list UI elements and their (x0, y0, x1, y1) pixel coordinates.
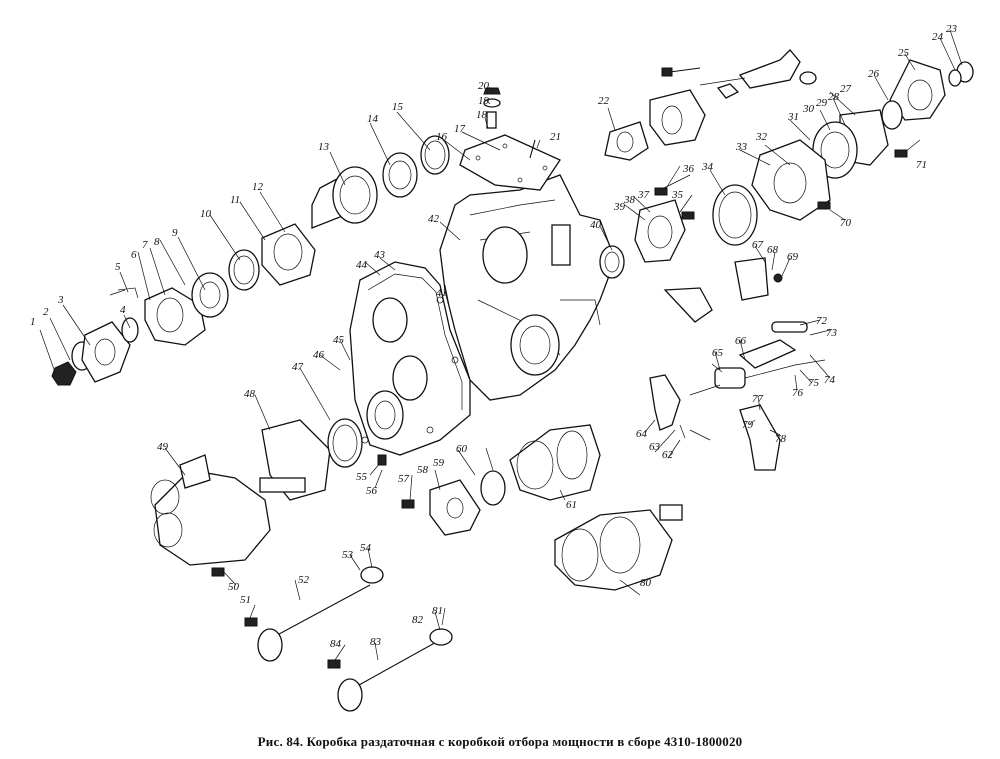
part-label-21: 21 (550, 131, 561, 143)
part-label-50: 50 (228, 581, 240, 593)
part-label-49: 49 (157, 441, 169, 453)
part-label-54: 54 (360, 542, 372, 554)
part-label-69: 69 (787, 251, 799, 263)
part-label-38: 38 (623, 194, 636, 206)
part-label-48: 48 (244, 388, 256, 400)
part-label-62: 62 (662, 449, 674, 461)
input-shaft-group (51, 135, 450, 386)
part-label-75: 75 (808, 377, 820, 389)
lower-gear-group (480, 424, 683, 591)
part-label-8: 8 (154, 236, 160, 248)
part-label-26: 26 (868, 68, 880, 80)
part-label-16: 16 (436, 131, 448, 143)
part-label-52: 52 (298, 574, 310, 586)
part-label-44: 44 (356, 259, 368, 271)
part-label-39: 39 (613, 201, 626, 213)
part-label-66: 66 (735, 335, 747, 347)
figure-caption: Рис. 84. Коробка раздаточная с коробкой … (257, 734, 743, 749)
part-label-32: 32 (755, 131, 768, 143)
part-label-47: 47 (292, 361, 304, 373)
part-label-24: 24 (932, 31, 944, 43)
part-label-78: 78 (775, 433, 787, 445)
top-cover (459, 87, 561, 191)
part-label-57: 57 (398, 473, 410, 485)
part-label-33: 33 (735, 141, 748, 153)
part-label-82: 82 (412, 614, 424, 626)
part-label-10: 10 (200, 208, 212, 220)
part-label-11: 11 (230, 194, 240, 206)
part-label-55: 55 (356, 471, 368, 483)
part-label-4: 4 (120, 304, 126, 316)
part-label-40: 40 (590, 219, 602, 231)
part-number-labels: 1 2 3 4 5 6 7 8 9 10 11 12 13 14 15 16 1… (30, 23, 958, 650)
part-label-41: 41 (436, 287, 447, 299)
part-label-43: 43 (374, 249, 386, 261)
part-label-76: 76 (792, 387, 804, 399)
part-label-36: 36 (682, 163, 695, 175)
part-label-80: 80 (640, 577, 652, 589)
part-label-53: 53 (342, 549, 354, 561)
part-label-83: 83 (370, 636, 382, 648)
part-label-6: 6 (131, 249, 137, 261)
part-label-46: 46 (313, 349, 325, 361)
part-label-2: 2 (43, 306, 49, 318)
part-label-1: 1 (30, 316, 36, 328)
part-label-12: 12 (252, 181, 264, 193)
part-label-23: 23 (946, 23, 958, 35)
part-label-7: 7 (142, 239, 148, 251)
part-label-25: 25 (898, 47, 910, 59)
part-label-17: 17 (454, 123, 466, 135)
part-label-71: 71 (916, 159, 927, 171)
part-label-81: 81 (432, 605, 443, 617)
part-label-67: 67 (752, 239, 764, 251)
part-label-61: 61 (566, 499, 577, 511)
part-label-18: 18 (476, 109, 488, 121)
part-label-5: 5 (115, 261, 121, 273)
part-label-15: 15 (392, 101, 404, 113)
part-label-29: 29 (816, 97, 828, 109)
rear-output-group (599, 49, 974, 279)
part-label-59: 59 (433, 457, 445, 469)
part-label-56: 56 (366, 485, 378, 497)
part-label-72: 72 (816, 315, 828, 327)
part-label-60: 60 (456, 443, 468, 455)
main-housing (439, 174, 616, 401)
part-label-74: 74 (824, 374, 836, 386)
part-label-45: 45 (333, 334, 345, 346)
part-label-70: 70 (840, 217, 852, 229)
part-label-3: 3 (57, 294, 64, 306)
part-label-65: 65 (712, 347, 724, 359)
part-label-84: 84 (330, 638, 342, 650)
part-label-34: 34 (701, 161, 714, 173)
leader-lines (39, 29, 963, 661)
pto-group (150, 418, 481, 712)
part-label-31: 31 (787, 111, 799, 123)
shift-mechanism-group (649, 257, 826, 471)
part-label-68: 68 (767, 244, 779, 256)
part-label-77: 77 (752, 393, 764, 405)
part-label-58: 58 (417, 464, 429, 476)
part-label-35: 35 (671, 189, 684, 201)
part-label-20: 20 (478, 80, 490, 92)
part-label-64: 64 (636, 428, 648, 440)
part-label-79: 79 (742, 419, 754, 431)
part-label-63: 63 (649, 441, 661, 453)
part-label-51: 51 (240, 594, 251, 606)
part-label-14: 14 (367, 113, 379, 125)
part-label-9: 9 (172, 227, 178, 239)
part-label-28: 28 (828, 91, 840, 103)
part-label-30: 30 (802, 103, 815, 115)
part-label-42: 42 (428, 213, 440, 225)
part-label-37: 37 (637, 189, 650, 201)
part-label-27: 27 (840, 83, 852, 95)
front-cover (349, 261, 471, 456)
part-label-13: 13 (318, 141, 330, 153)
part-label-22: 22 (598, 95, 610, 107)
part-label-19: 19 (478, 95, 490, 107)
part-label-73: 73 (826, 327, 838, 339)
